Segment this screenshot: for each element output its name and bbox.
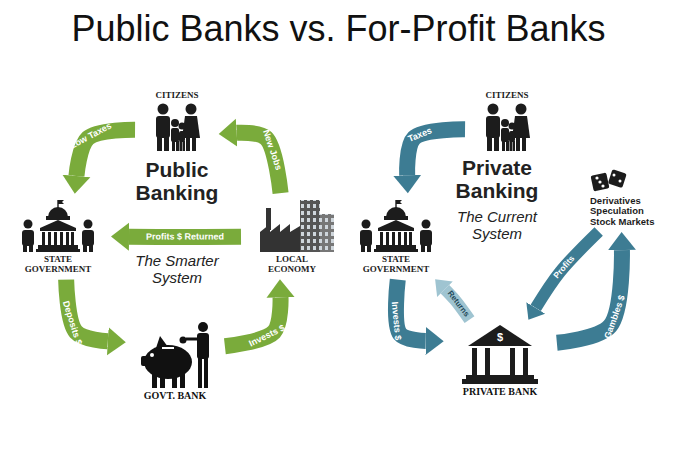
labelled-icon-node: STATE GOVERNMENT (8, 196, 108, 277)
node-label: LOCAL ECONOMY (255, 254, 329, 275)
node-label: PRIVATE BANK (463, 386, 537, 398)
flow-arrow (536, 231, 599, 307)
capitol-icon (22, 200, 94, 252)
arrow-label: Low Taxes (69, 121, 113, 150)
bank-icon (462, 325, 538, 384)
node-label: CITIZENS (485, 90, 528, 100)
diagram-title: Public Banks vs. For-Profit Banks (0, 8, 677, 50)
center-heading: Private Banking (451, 156, 543, 202)
arrow-label: Taxes (407, 126, 433, 144)
node-label: Derivatives Speculation Stock Markets (590, 196, 664, 227)
arrow-label: Invests $ (248, 324, 287, 349)
dollar-sign: $ (497, 332, 503, 343)
arrow-label: New Jobs (261, 129, 283, 172)
arrow-label: Deposits $ (60, 300, 82, 346)
node-label: STATE GOVERNMENT (359, 254, 433, 275)
labelled-icon-node: GOVT. BANK (128, 318, 222, 404)
factory-icon (260, 200, 334, 252)
center-subheading: The Current System (451, 208, 543, 243)
arrow-label: Profits (552, 254, 576, 280)
labelled-icon-node: CITIZENS (468, 88, 546, 156)
labelled-icon-node: STATE GOVERNMENT (346, 196, 446, 277)
capitol-icon (360, 200, 432, 252)
dice-icon (591, 169, 627, 191)
arrow-label: Returns (446, 289, 471, 318)
labelled-icon-node: Derivatives Speculation Stock Markets (588, 168, 672, 229)
family-icon (486, 104, 530, 152)
flow-arrow (445, 289, 470, 319)
labelled-icon-node: LOCAL ECONOMY (244, 196, 340, 277)
node-label: STATE GOVERNMENT (21, 254, 95, 275)
center-heading: Public Banking (131, 158, 223, 204)
labelled-icon-node: CITIZENS (138, 88, 216, 156)
node-label: CITIZENS (155, 90, 198, 100)
arrow-label: Gambles $ (603, 294, 627, 340)
node-label: GOVT. BANK (144, 390, 207, 402)
piggy-bank-icon (141, 322, 209, 388)
flow-arrow (129, 229, 241, 245)
arrow-label: Invests $ (390, 301, 403, 340)
center-subheading: The Smarter System (131, 252, 223, 287)
family-icon (156, 104, 200, 152)
arrow-label: Profits $ Returned (146, 232, 224, 241)
